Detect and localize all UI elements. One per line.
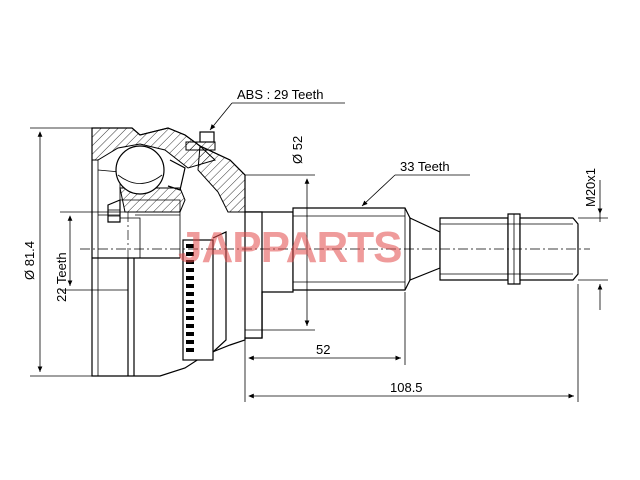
dim-length-short (244, 292, 406, 402)
leader-abs (209, 102, 345, 131)
abs-ring (182, 231, 227, 361)
abs-tooth (186, 340, 194, 344)
leader-spline (361, 174, 470, 207)
abs-tooth (186, 252, 194, 256)
dim-outer-diameter (30, 127, 92, 377)
abs-tooth (186, 332, 194, 336)
thread-label: M20x1 (583, 168, 598, 207)
dim-thread (578, 180, 608, 310)
dim-inner-teeth (60, 211, 128, 291)
abs-teeth-label: ABS : 29 Teeth (237, 87, 324, 102)
cage-detail (107, 159, 186, 223)
ball-bearing (115, 145, 165, 195)
length-short-label: 52 (316, 342, 330, 357)
dim-shaft-diameter (245, 174, 315, 331)
spline-teeth-label: 33 Teeth (400, 159, 450, 174)
abs-tooth (186, 348, 194, 352)
shaft-diameter-label: Ø 52 (290, 136, 305, 164)
abs-tooth (186, 300, 194, 304)
abs-tooth (186, 276, 194, 280)
abs-tooth (186, 268, 194, 272)
abs-tooth (186, 292, 194, 296)
inner-teeth-label: 22 Teeth (54, 252, 69, 302)
outer-diameter-label: Ø 81.4 (22, 241, 37, 280)
abs-tooth (186, 284, 194, 288)
abs-tooth (186, 324, 194, 328)
dim-length-total (248, 284, 579, 402)
japparts-watermark-logo: JAPPARTS (178, 223, 401, 272)
abs-tooth-tag (185, 131, 216, 151)
abs-tooth (186, 260, 194, 264)
abs-tooth (186, 316, 194, 320)
length-total-label: 108.5 (390, 380, 423, 395)
abs-tooth (186, 244, 194, 248)
abs-tooth (186, 308, 194, 312)
